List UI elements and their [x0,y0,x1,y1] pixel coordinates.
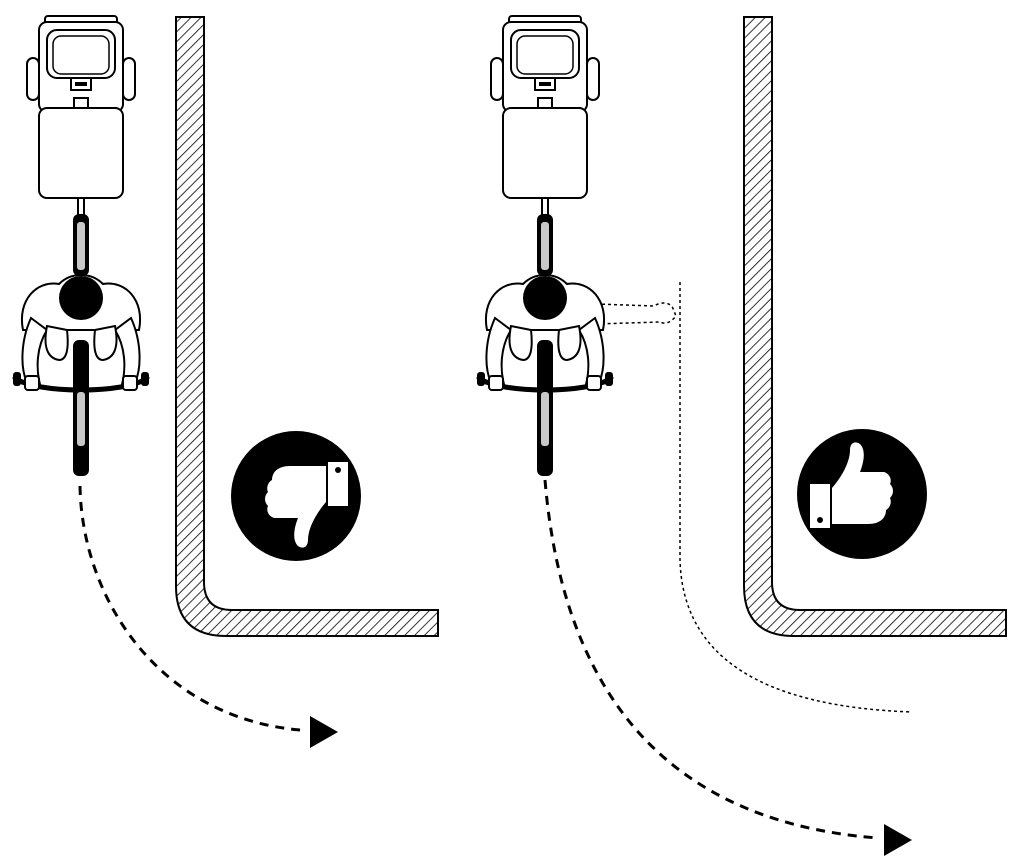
arm-reach-dotted [595,302,677,325]
turning-path-left [78,485,301,732]
rider-with-trailer-right [477,16,613,476]
thumbs-up-icon [797,429,927,559]
arrowhead-right [884,824,912,856]
turning-path-right [543,479,879,840]
panel-correct-turn [477,16,1007,856]
panel-wrong-turn [13,16,439,748]
curb-wall-left [175,16,439,637]
curb-wall-right [743,16,1007,637]
thumbs-down-icon [231,431,361,561]
rider-with-trailer-left [13,16,149,476]
arrowhead-left [310,716,338,748]
reach-guide-dotted [679,282,913,713]
